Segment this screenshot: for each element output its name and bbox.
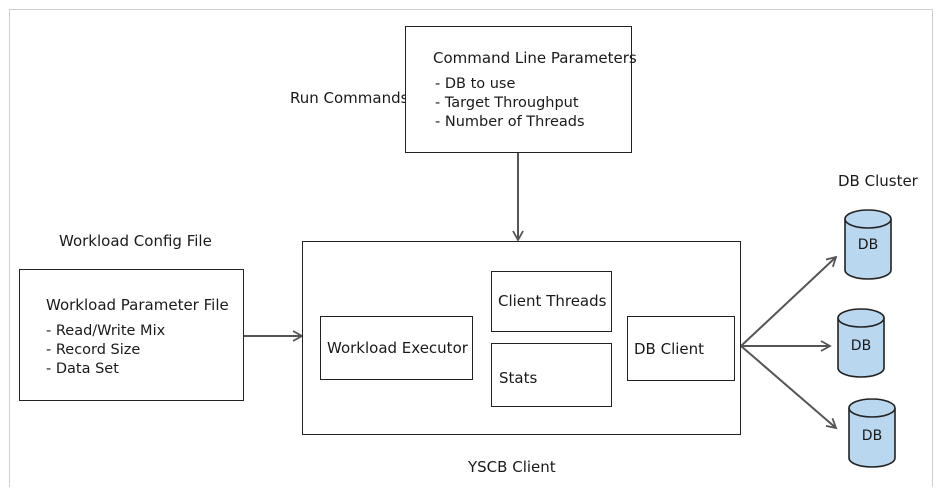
command-line-item: Number of Threads bbox=[435, 113, 585, 132]
workload-parameter-file-box: Workload Parameter File Read/Write Mix R… bbox=[19, 269, 244, 401]
workload-file-item: Data Set bbox=[46, 360, 165, 379]
command-line-item: DB to use bbox=[435, 75, 585, 94]
db-label-1: DB bbox=[857, 237, 879, 253]
workload-file-list: Read/Write Mix Record Size Data Set bbox=[46, 322, 165, 379]
run-commands-label: Run Commands bbox=[290, 89, 409, 107]
command-line-title: Command Line Parameters bbox=[433, 49, 637, 67]
db-cluster-label: DB Cluster bbox=[838, 172, 918, 190]
ycsb-client-label: YSCB Client bbox=[468, 458, 556, 476]
command-line-list: DB to use Target Throughput Number of Th… bbox=[435, 75, 585, 132]
db-label-2: DB bbox=[850, 338, 872, 354]
db-cylinder-3 bbox=[848, 398, 896, 468]
command-line-item: Target Throughput bbox=[435, 94, 585, 113]
ycsb-client-box: Workload Executor Client Threads Stats D… bbox=[302, 241, 741, 435]
db-cylinder-1 bbox=[844, 209, 892, 280]
workload-executor-box: Workload Executor bbox=[320, 316, 473, 380]
db-label-3: DB bbox=[861, 428, 883, 444]
command-line-parameters-box: Command Line Parameters DB to use Target… bbox=[405, 26, 637, 153]
db-client-label: DB Client bbox=[634, 340, 705, 358]
workload-executor-label: Workload Executor bbox=[327, 339, 468, 357]
frame-border bbox=[9, 9, 933, 487]
arrow-client-to-db-1 bbox=[740, 255, 838, 347]
stats-box: Stats bbox=[491, 343, 612, 407]
workload-file-item: Record Size bbox=[46, 341, 165, 360]
client-threads-box: Client Threads bbox=[491, 271, 612, 332]
workload-file-item: Read/Write Mix bbox=[46, 322, 165, 341]
arrow-client-to-db-3 bbox=[740, 345, 838, 430]
stats-label: Stats bbox=[499, 369, 538, 387]
workload-file-title: Workload Parameter File bbox=[46, 296, 229, 314]
client-threads-label: Client Threads bbox=[498, 292, 607, 310]
db-client-box: DB Client bbox=[627, 316, 735, 381]
db-cylinder-2 bbox=[837, 308, 885, 378]
workload-config-file-label: Workload Config File bbox=[59, 232, 212, 250]
